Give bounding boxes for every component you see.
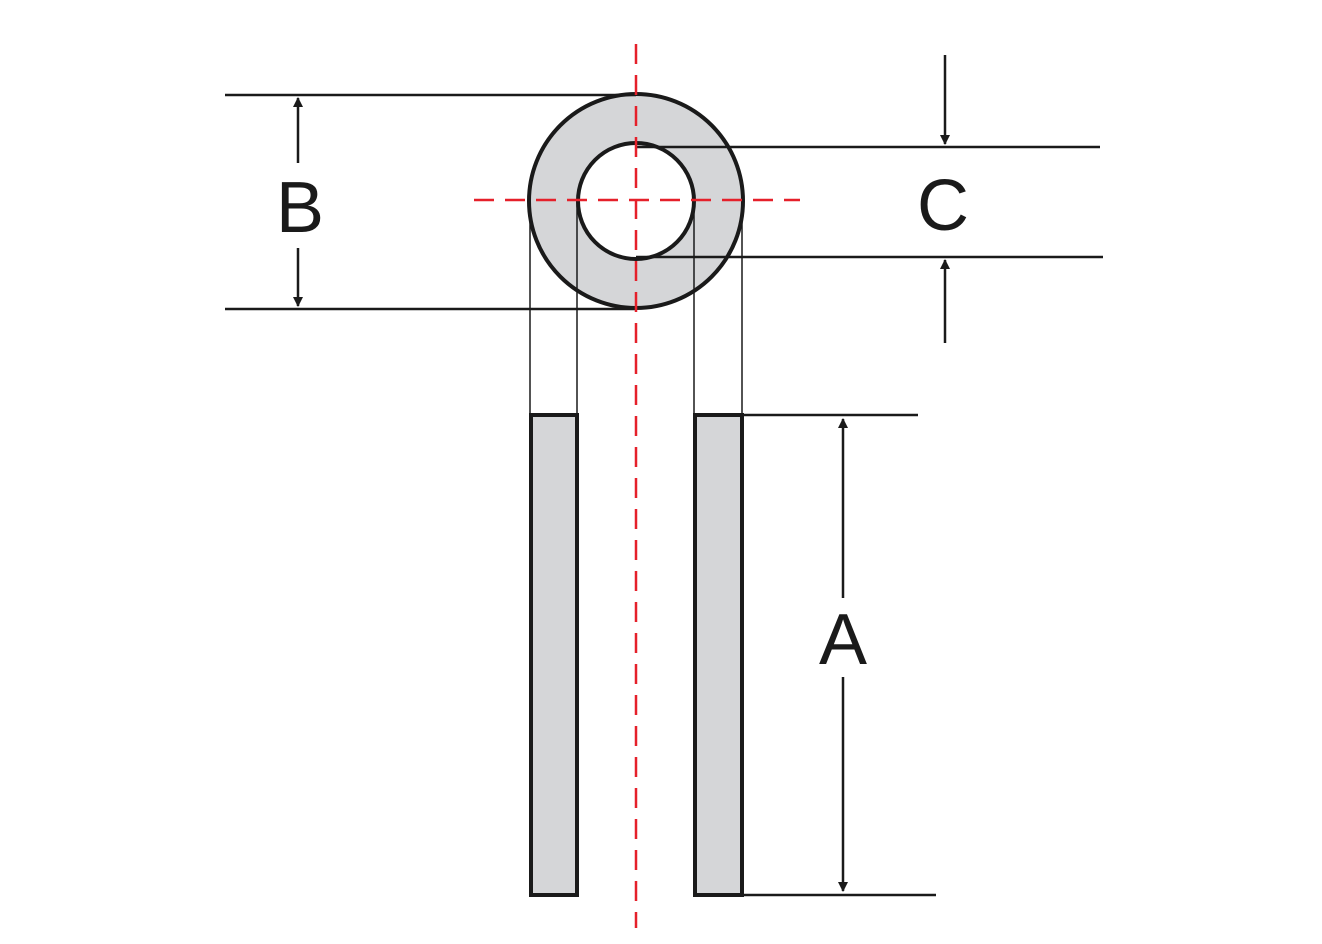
dimension-b: B [225,93,636,311]
dimension-a: A [742,413,936,897]
dim-a-label: A [819,600,867,680]
side-view [529,413,744,897]
dim-c-label: C [917,166,969,246]
dim-b-label: B [276,168,324,248]
side-wall-left [529,413,579,897]
centerlines [474,44,800,928]
side-wall-right [693,413,744,897]
dimension-c: C [636,55,1103,343]
